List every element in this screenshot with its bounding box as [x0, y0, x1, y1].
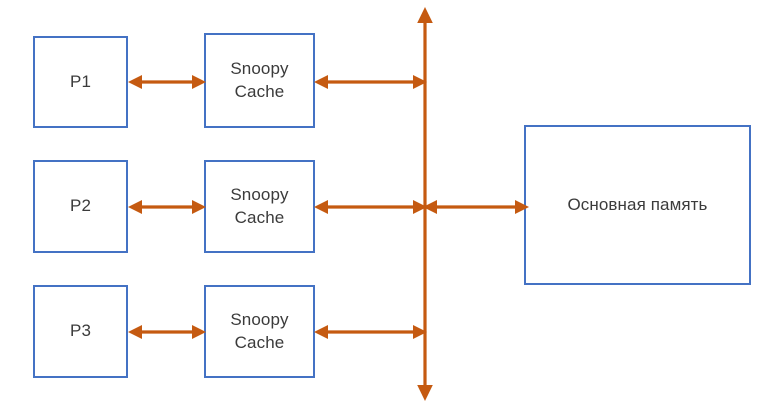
cache-label-1: Snoopy Cache	[230, 59, 289, 101]
connector-bus-memory	[422, 196, 530, 218]
system-bus-line	[410, 4, 440, 404]
processor-box-p1[interactable]: P1	[33, 36, 128, 128]
cache-box-1[interactable]: Snoopy Cache	[204, 33, 315, 128]
processor-box-p3[interactable]: P3	[33, 285, 128, 378]
main-memory-label: Основная память	[567, 194, 708, 214]
connector-cache3-bus	[312, 321, 428, 343]
main-memory-box[interactable]: Основная память	[524, 125, 751, 285]
connector-p2-cache2	[126, 196, 208, 218]
connector-p3-cache3	[126, 321, 208, 343]
processor-box-p2[interactable]: P2	[33, 160, 128, 253]
cache-label-2: Snoopy Cache	[230, 185, 289, 227]
processor-label-p1: P1	[70, 71, 91, 91]
connector-cache1-bus	[312, 71, 428, 93]
cache-box-3[interactable]: Snoopy Cache	[204, 285, 315, 378]
processor-label-p2: P2	[70, 196, 91, 216]
processor-label-p3: P3	[70, 321, 91, 341]
cache-box-2[interactable]: Snoopy Cache	[204, 160, 315, 253]
connector-p1-cache1	[126, 71, 208, 93]
connector-cache2-bus	[312, 196, 428, 218]
cache-label-3: Snoopy Cache	[230, 310, 289, 352]
